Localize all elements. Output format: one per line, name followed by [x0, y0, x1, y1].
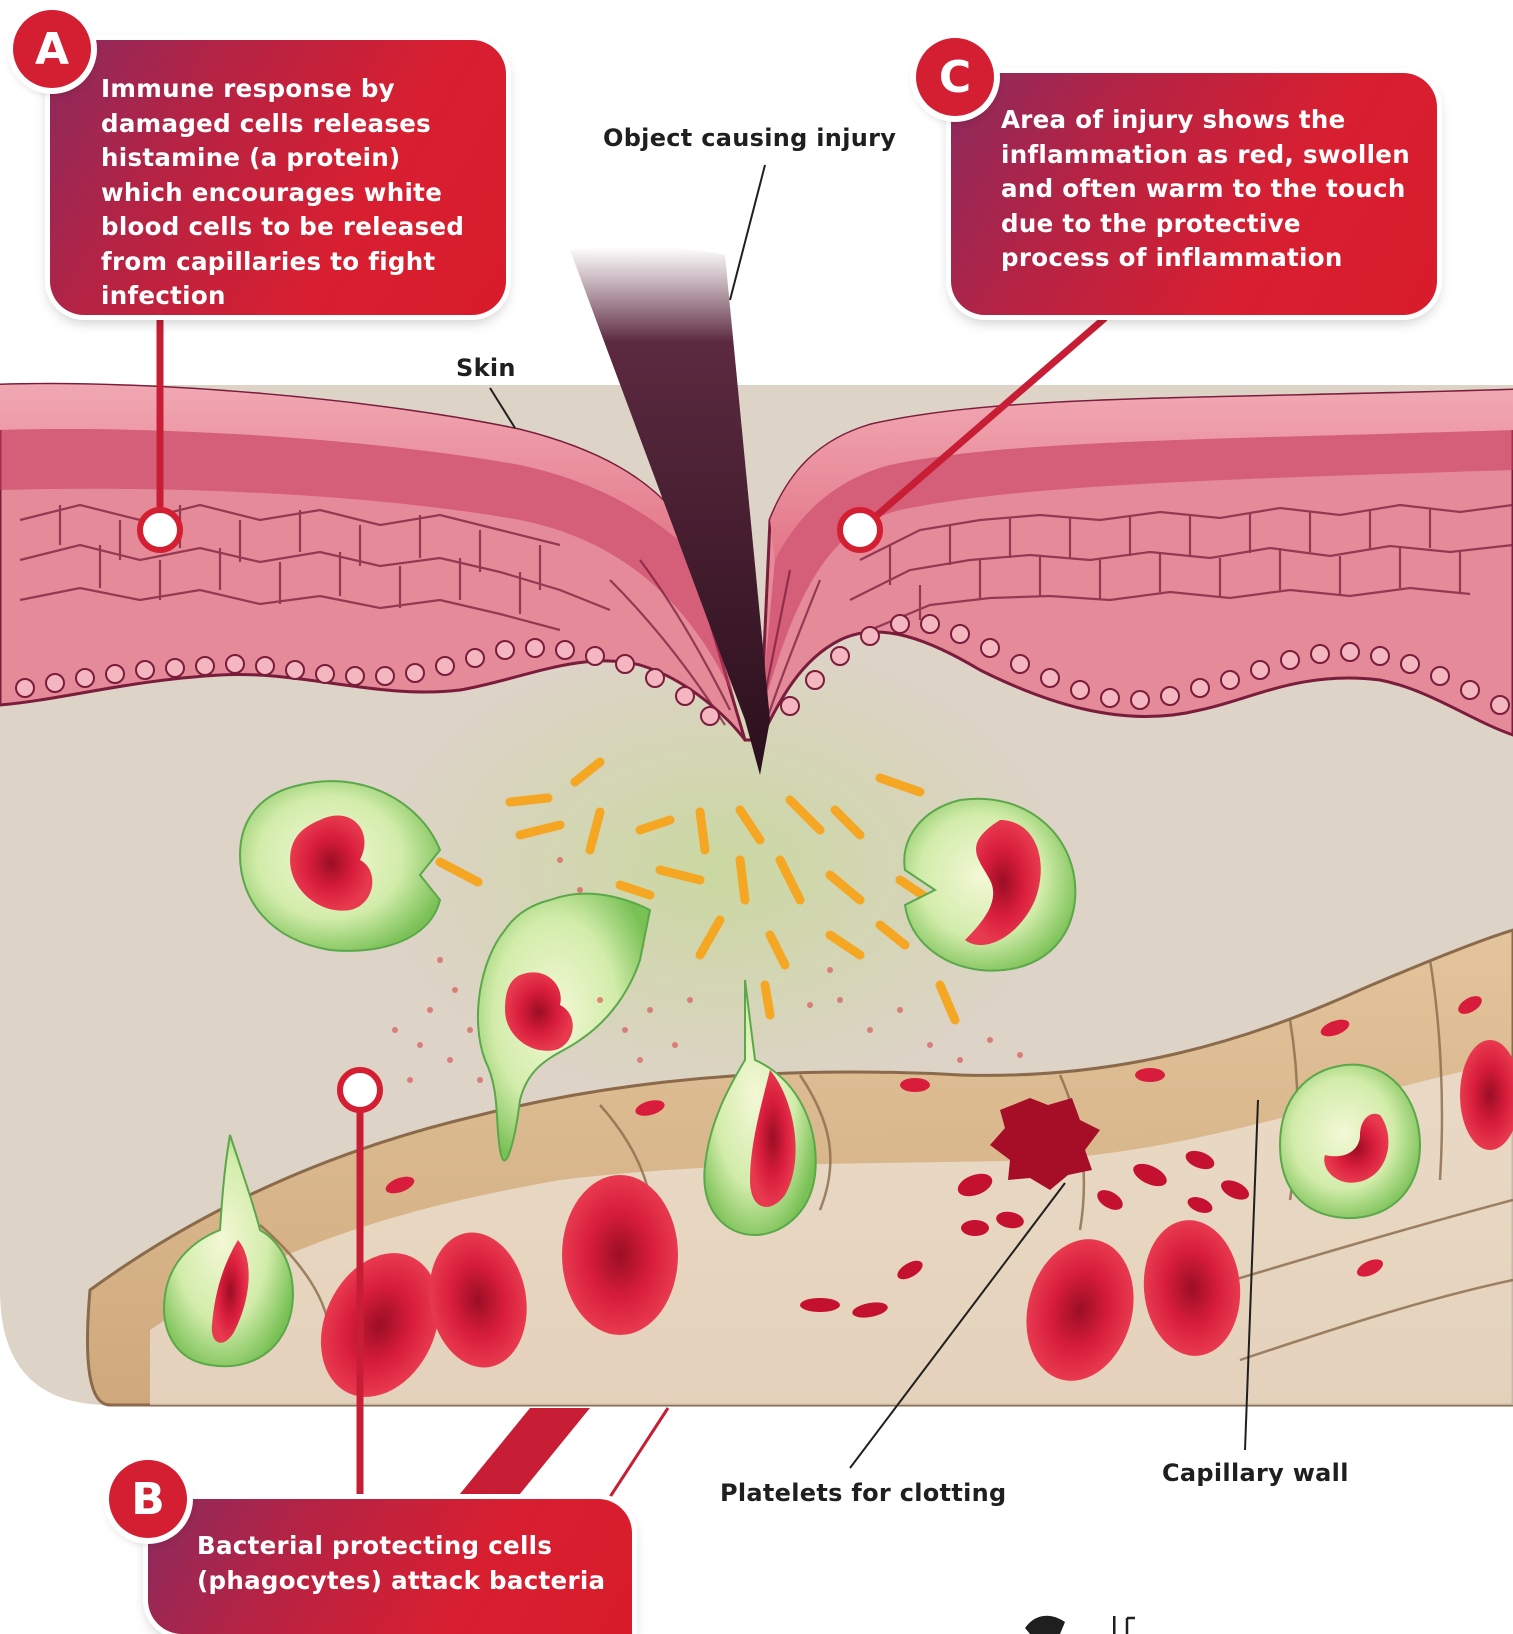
label-object-causing-injury: Object causing injury	[603, 124, 896, 152]
badge-c: C	[916, 38, 994, 116]
label-capillary-wall: Capillary wall	[1162, 1459, 1349, 1487]
red-blood-cell	[562, 1175, 678, 1335]
connector-stripe	[455, 1408, 590, 1500]
label-skin: Skin	[456, 354, 516, 382]
target-dot-c	[840, 510, 880, 550]
publisher-logo	[1025, 1608, 1135, 1634]
target-dot-b	[340, 1070, 380, 1110]
phagocyte	[1280, 1065, 1420, 1219]
callout-b-text: Bacterial protecting cells (phagocytes) …	[197, 1531, 605, 1595]
logo-mark	[1025, 1616, 1065, 1634]
callout-c-text: Area of injury shows the inflammation as…	[1001, 105, 1410, 272]
badge-b: B	[109, 1460, 187, 1538]
label-platelets: Platelets for clotting	[720, 1479, 1006, 1507]
callout-a: Immune response by damaged cells release…	[50, 40, 506, 315]
callout-a-text: Immune response by damaged cells release…	[101, 74, 464, 310]
callout-b: Bacterial protecting cells (phagocytes) …	[148, 1499, 632, 1634]
badge-a: A	[13, 10, 91, 88]
callout-c: Area of injury shows the inflammation as…	[951, 73, 1437, 315]
target-dot-a	[140, 510, 180, 550]
connector-thin	[608, 1408, 668, 1500]
leader-object	[730, 165, 765, 300]
